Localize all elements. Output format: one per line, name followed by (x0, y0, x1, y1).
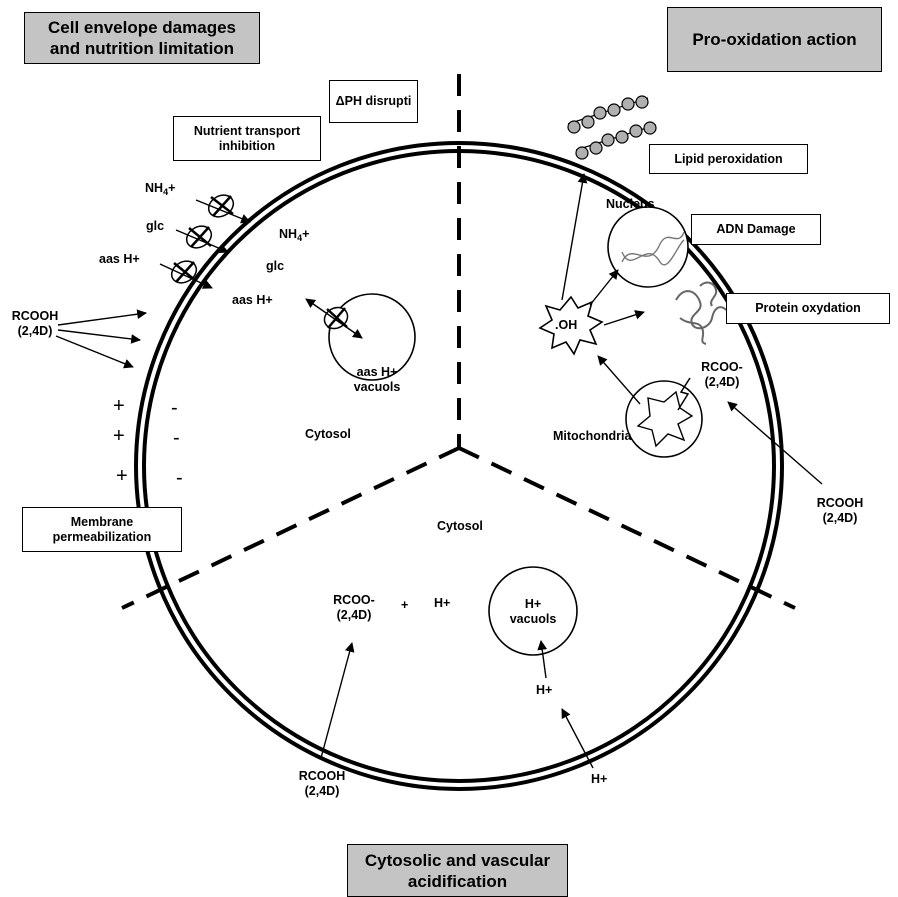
vacuole-bottom (488, 566, 578, 656)
text-rcooh-bottom: RCOOH (2,4D) (298, 769, 346, 798)
text-rcoo-bottom: RCOO- (2,4D) (333, 593, 375, 622)
label-lipid-peroxidation: Lipid peroxidation (649, 144, 808, 174)
text-glc-outside: glc (146, 219, 165, 233)
text-cytosol-left: Cytosol (305, 427, 351, 441)
lipid-bilayer-icon (567, 95, 657, 160)
charge-minus-3: - (176, 467, 183, 489)
dna-helix-icon (621, 231, 685, 266)
charge-plus-3: + (116, 465, 128, 487)
nh4-outside-plus: + (168, 181, 176, 195)
arrow-rcooh-3 (55, 335, 134, 369)
text-cytosol-bottom: Cytosol (437, 519, 483, 533)
arrow-rcooh-right (727, 401, 823, 485)
header-acidification: Cytosolic and vascular acidification (347, 844, 568, 897)
text-nh4-inside: NH4+ (279, 227, 309, 246)
protein-structure-icon (675, 281, 727, 345)
text-h-plus-bottom: H+ (434, 596, 451, 610)
arrow-rcooh-2 (57, 329, 141, 344)
arrow-rcooh-bottom (320, 642, 355, 759)
arrow-oh-to-protein (603, 310, 645, 326)
nh4-inside-base: NH (279, 227, 298, 241)
divider-left (121, 446, 460, 610)
arrow-h-to-vacuole (537, 640, 548, 679)
charge-plus-2: + (113, 425, 125, 447)
cell-membrane-outer (134, 141, 784, 791)
label-delta-ph: ΔPH disrupti (329, 80, 418, 123)
text-aas-inside: aas H+ (232, 293, 273, 307)
nh4-inside-sub: 4 (297, 233, 303, 243)
hydroxyl-radical-burst (538, 295, 604, 356)
label-nutrient-transport: Nutrient transport inhibition (173, 116, 321, 161)
text-nucleus: Nucleus (606, 197, 655, 211)
transporter-nh4 (195, 194, 251, 224)
arrow-mito-to-oh (597, 355, 641, 405)
nh4-outside-sub: 4 (163, 187, 169, 197)
divider-right (458, 446, 796, 610)
text-mitochondria: Mitochondria (553, 429, 632, 443)
text-nh4-outside: NH4+ (145, 181, 175, 200)
arrow-oh-to-nucleus (589, 269, 619, 306)
text-plus-sign: + (401, 598, 409, 612)
text-vacuole-bottom: H+ vacuols (509, 597, 557, 626)
label-adn-damage: ADN Damage (691, 214, 821, 245)
nucleus (607, 206, 689, 288)
vacuole-transporter (305, 298, 363, 339)
text-rcooh-left: RCOOH (2,4D) (11, 309, 59, 338)
arrow-rcooh-1 (57, 309, 147, 326)
text-vacuole-left: aas H+ vacuols (353, 365, 401, 394)
nh4-inside-plus: + (302, 227, 310, 241)
arrow-oh-to-lipid (561, 173, 588, 301)
charge-minus-1: - (171, 397, 178, 419)
text-rcoo-right: RCOO- (2,4D) (701, 360, 743, 389)
arrow-h-outside (561, 708, 594, 769)
transporter-aas (159, 260, 213, 289)
charge-plus-1: + (113, 395, 125, 417)
header-pro-oxidation: Pro-oxidation action (667, 7, 882, 72)
mitochondria-inner-icon (636, 390, 694, 448)
charge-minus-2: - (173, 427, 180, 449)
header-cell-envelope: Cell envelope damages and nutrition limi… (24, 12, 260, 64)
text-glc-inside: glc (266, 259, 285, 273)
lightning-icon (677, 377, 691, 411)
label-membrane-permeabilization: Membrane permeabilization (22, 507, 182, 552)
text-h-plus-outside: H+ (591, 772, 608, 786)
nh4-outside-base: NH (145, 181, 164, 195)
text-oh-radical: .OH (555, 318, 578, 332)
text-h-plus-mid: H+ (536, 683, 553, 697)
text-rcooh-right: RCOOH (2,4D) (816, 496, 864, 525)
text-aas-outside: aas H+ (99, 252, 140, 266)
label-protein-oxydation: Protein oxydation (726, 293, 890, 324)
transporter-glc (175, 225, 229, 254)
